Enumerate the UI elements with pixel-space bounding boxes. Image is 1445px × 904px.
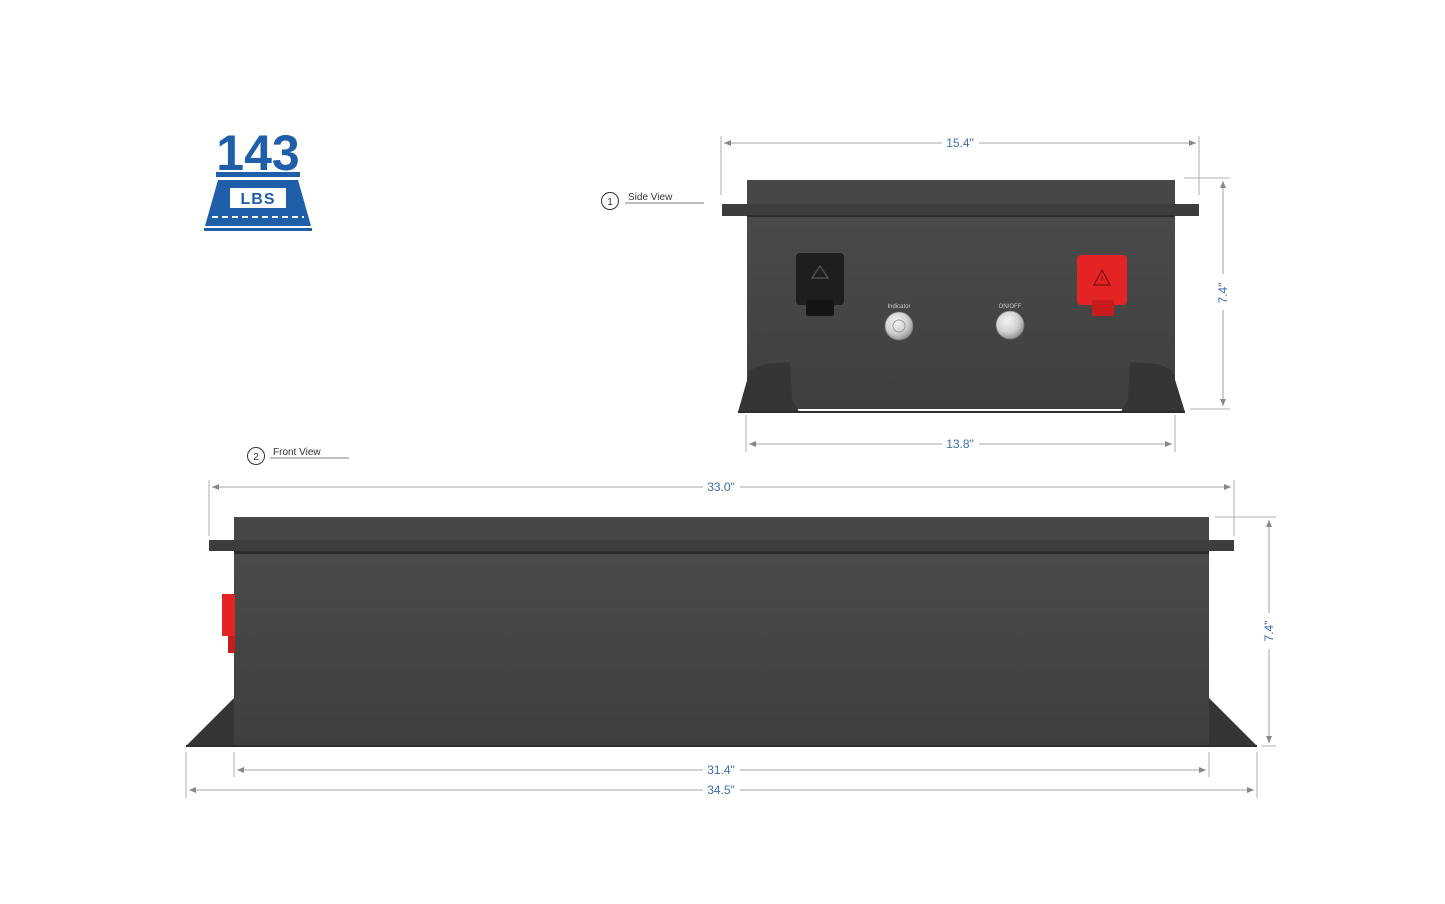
front-lid-shadow (234, 551, 1209, 555)
weight-scale-base (204, 228, 312, 231)
side-bottom-width-label: 13.8" (946, 437, 974, 451)
side-dim-top: 15.4" (720, 136, 1200, 195)
front-top-width-label: 33.0" (707, 480, 735, 494)
positive-terminal (1077, 255, 1127, 316)
front-view-number-circle (247, 447, 265, 465)
front-dim-height: 7.4" (1215, 516, 1276, 747)
front-foot-left (186, 698, 234, 746)
side-height-label: 7.4" (1216, 283, 1230, 304)
front-body (234, 554, 1209, 746)
weight-scale-top (216, 172, 300, 177)
side-view: 1 Side View Indicator ON/OFF (601, 136, 1230, 452)
front-view-title: Front View (273, 447, 321, 458)
side-top-width-label: 15.4" (946, 136, 974, 150)
side-lid-flange (722, 204, 1199, 216)
side-foot-right (1120, 362, 1185, 413)
side-view-number: 1 (607, 197, 613, 208)
front-dim-base: 34.5" (185, 752, 1258, 798)
side-view-number-circle (601, 192, 619, 210)
weight-value: 143 (216, 125, 299, 181)
indicator-light: Indicator (884, 304, 914, 341)
weight-scale-icon: 143 LBS (204, 125, 312, 231)
side-dim-height: 7.4" (1184, 177, 1230, 410)
front-base-width-label: 34.5" (707, 783, 735, 797)
front-height-label: 7.4" (1262, 621, 1276, 642)
side-view-title: Side View (628, 192, 673, 203)
front-dim-body: 31.4" (233, 752, 1210, 777)
switch-label: ON/OFF (999, 304, 1022, 310)
front-lid-flange (209, 540, 1234, 551)
side-lid-shadow (747, 215, 1175, 218)
power-switch: ON/OFF (995, 304, 1025, 340)
side-view-label: 1 Side View (601, 192, 704, 210)
front-foot-right (1209, 698, 1257, 746)
negative-terminal (796, 253, 844, 316)
front-view-number: 2 (253, 452, 259, 463)
weight-unit-badge (230, 188, 286, 208)
side-lid-top (747, 180, 1175, 204)
front-lid-top (234, 517, 1209, 541)
front-view: 2 Front View 33.0" 31.4" (185, 447, 1276, 798)
indicator-label: Indicator (887, 304, 910, 310)
front-body-width-label: 31.4" (707, 763, 735, 777)
side-foot-left (738, 362, 800, 413)
front-dim-top: 33.0" (208, 480, 1235, 536)
front-view-label: 2 Front View (247, 447, 349, 465)
weight-unit: LBS (241, 191, 276, 208)
front-positive-terminal (222, 594, 235, 653)
side-dim-bottom: 13.8" (745, 415, 1176, 452)
